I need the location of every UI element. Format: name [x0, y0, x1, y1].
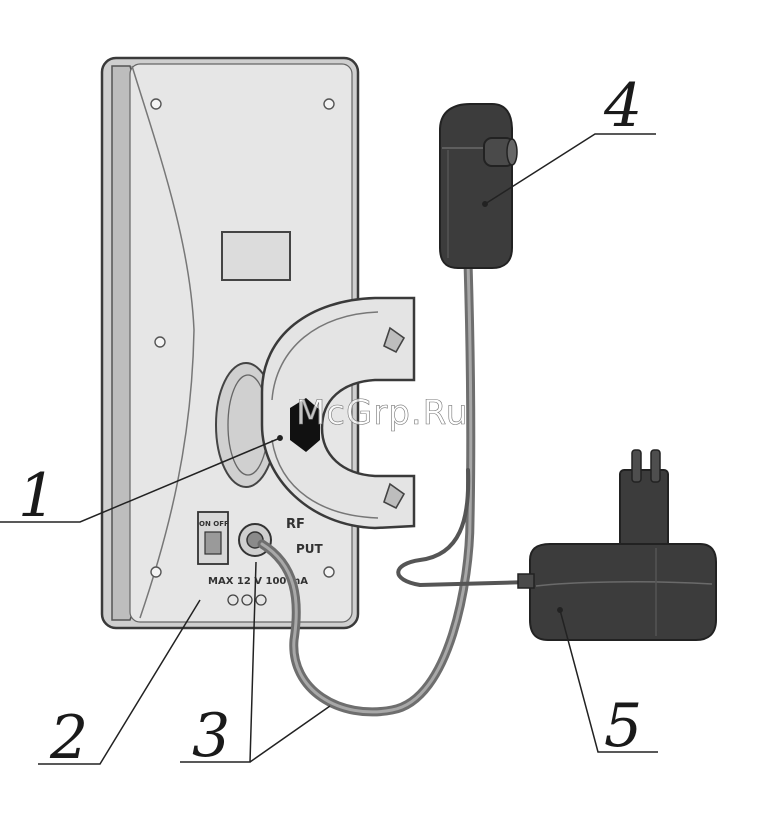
plug-pin	[632, 450, 641, 482]
watermark: McGrp.Ru	[296, 393, 468, 433]
screw-hole	[151, 99, 161, 109]
screw-hole	[324, 99, 334, 109]
power-injector	[440, 104, 517, 268]
rf-label: RF	[286, 517, 305, 532]
plug-pin	[651, 450, 660, 482]
callout-number-5: 5	[604, 691, 642, 761]
label-plate	[222, 232, 290, 280]
callout-number-3: 3	[192, 701, 230, 771]
screw-hole	[151, 567, 161, 577]
callout-number-1: 1	[18, 461, 56, 531]
power-adapter	[518, 450, 716, 640]
switch-label: ON OFF	[199, 520, 229, 528]
input-label: PUT	[296, 542, 324, 556]
callout-number-4: 4	[603, 71, 642, 141]
adapter-plug-body	[620, 470, 668, 550]
screw-hole	[324, 567, 334, 577]
screw-hole	[155, 337, 165, 347]
callout-number-2: 2	[49, 703, 88, 773]
